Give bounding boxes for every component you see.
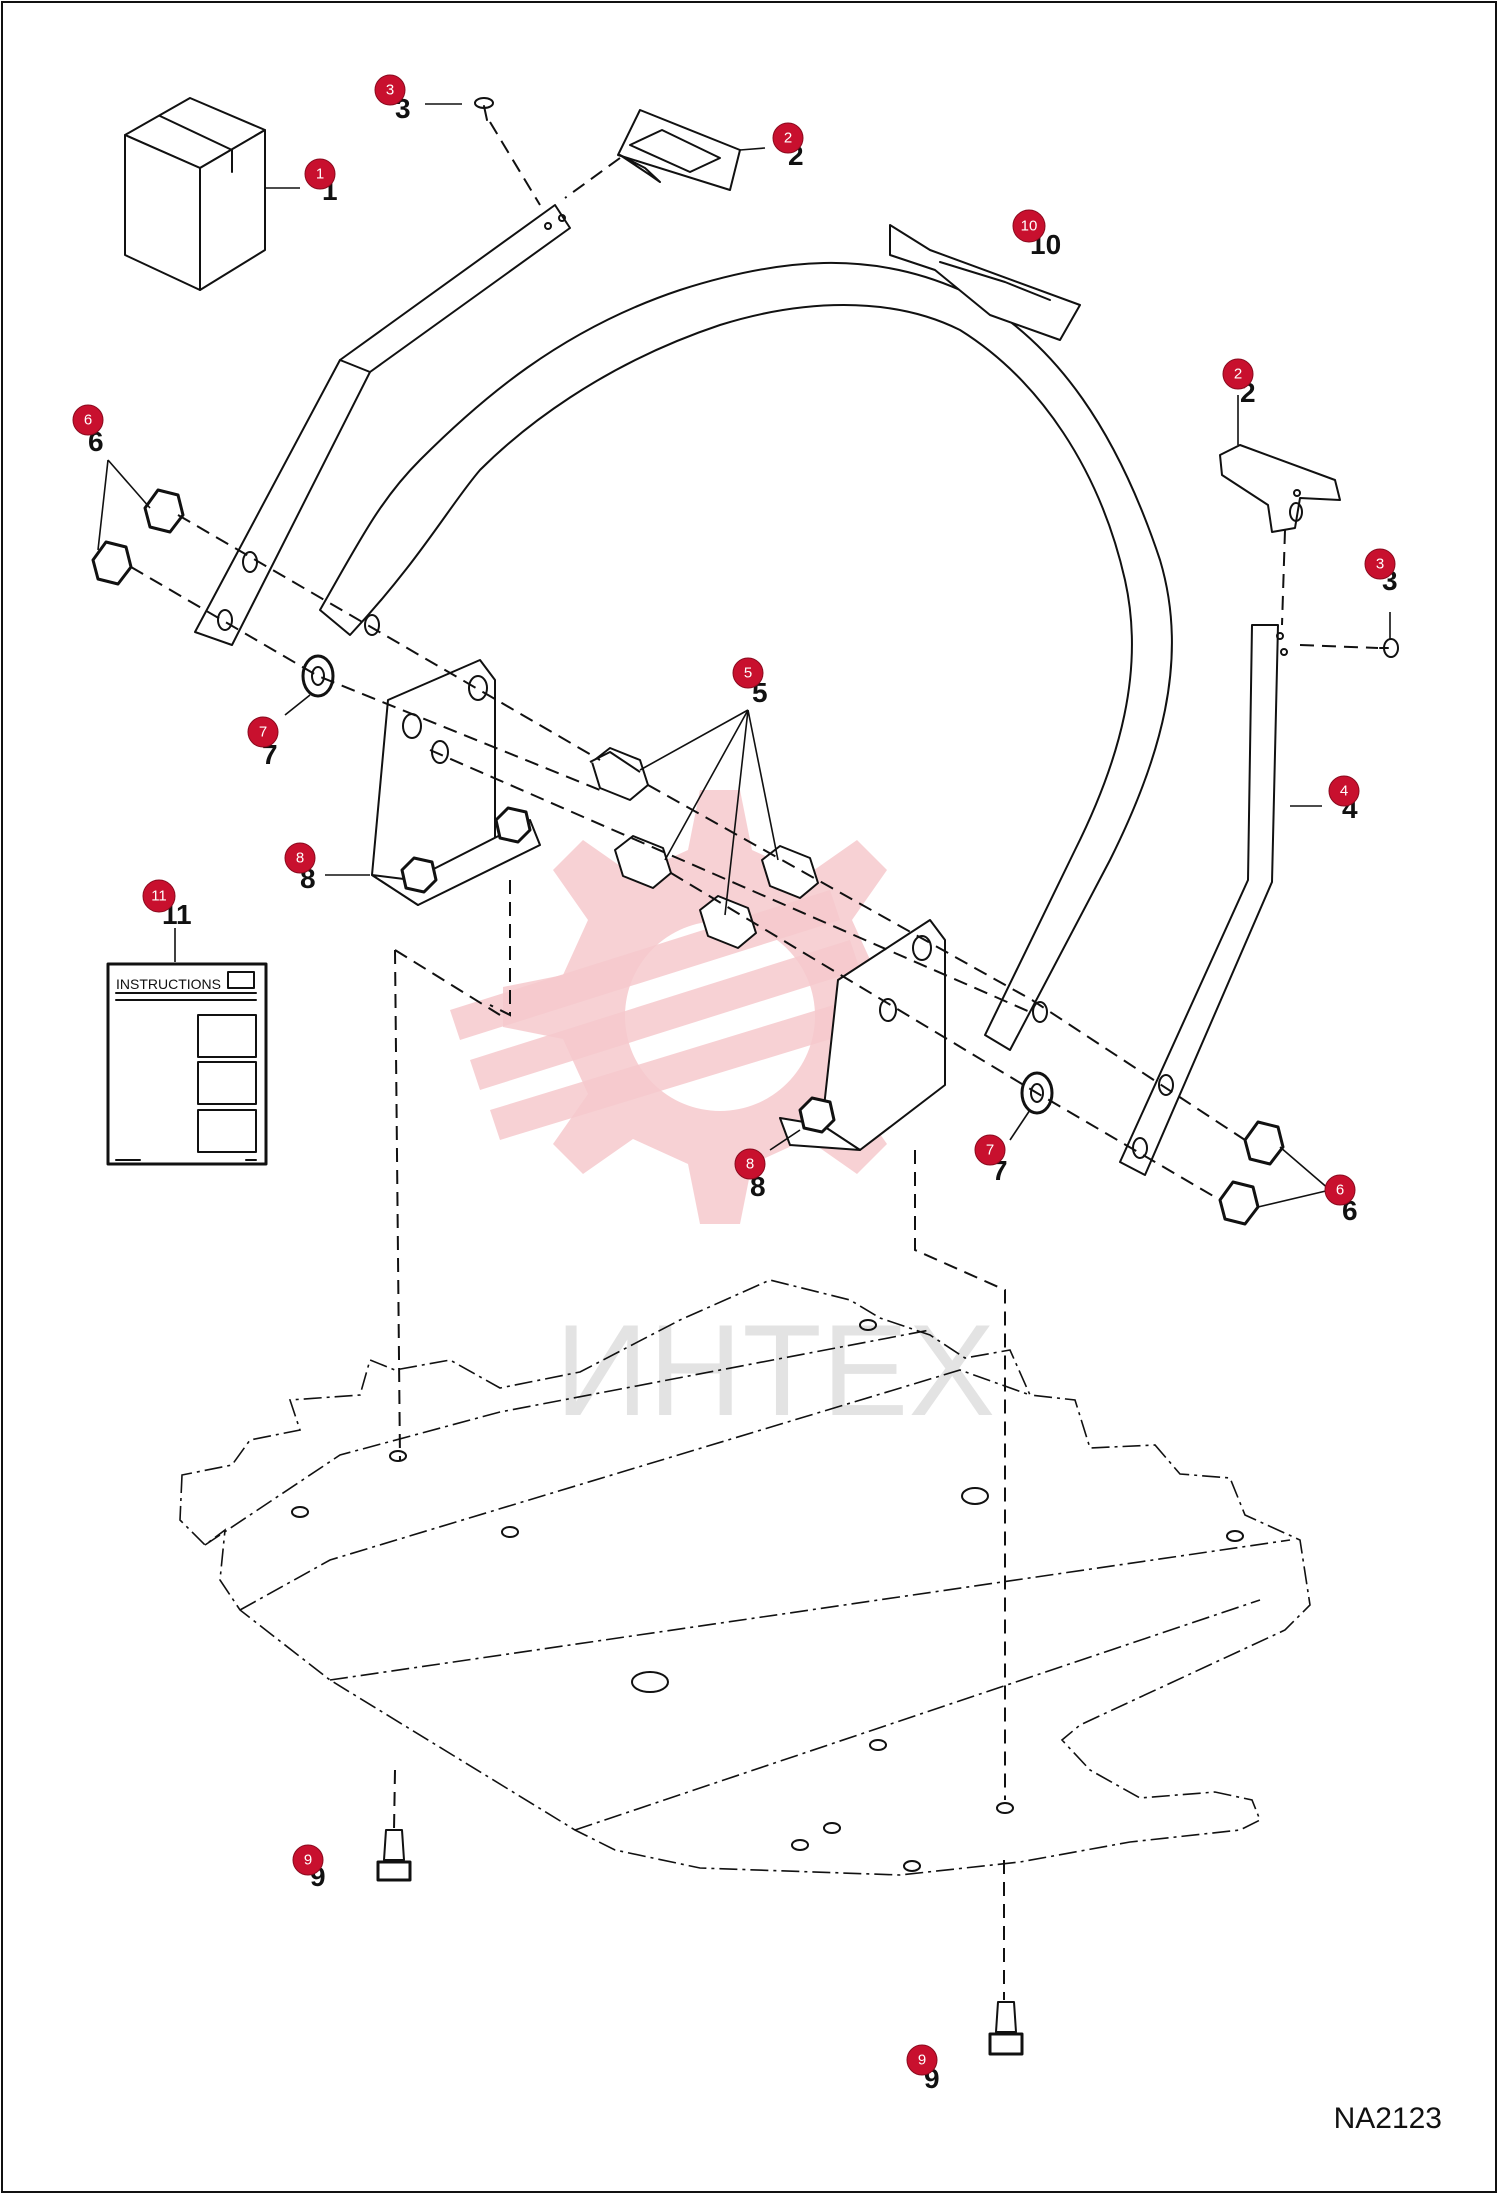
callout-1: 1 1 [304,158,338,206]
part-bottom-bolts [376,1829,1024,2056]
drawing-number: NA2123 [1333,2102,1442,2135]
svg-text:8: 8 [746,1156,754,1173]
callout-3b: 3 3 [1364,548,1398,596]
svg-text:3: 3 [386,82,394,99]
callout-10: 10 10 [1012,209,1061,260]
part-screw-right [1379,638,1399,658]
svg-text:6: 6 [84,412,92,429]
svg-text:3: 3 [1376,556,1384,573]
svg-text:2: 2 [784,130,792,147]
svg-text:9: 9 [918,2052,926,2069]
callout-5: 5 5 [732,657,768,708]
callout-6b: 6 6 [1324,1174,1358,1226]
part-mount-bracket-left [371,659,541,906]
callout-11: 11 11 [142,879,192,930]
svg-text:1: 1 [316,166,324,183]
part-washers [301,654,1054,1115]
svg-text:9: 9 [304,1852,312,1869]
part-main-hoop [319,224,1173,1051]
callout-2b: 2 2 [1222,358,1256,408]
svg-text:2: 2 [1234,366,1242,383]
callout-9b: 9 9 [906,2044,940,2094]
part-box [124,97,266,291]
svg-text:7: 7 [986,1142,994,1159]
svg-text:11: 11 [151,888,167,905]
svg-text:4: 4 [1340,783,1348,800]
callout-8b: 8 8 [734,1148,766,1202]
svg-text:5: 5 [744,665,752,682]
part-bolts [589,747,819,949]
part-mount-bracket-right [779,919,946,1151]
floor-plate [179,1279,1311,1876]
part-handle-right [1219,444,1341,533]
part-instructions-manual [106,962,268,1166]
assembly-lines [130,121,1379,2000]
callout-7b: 7 7 [974,1134,1008,1186]
part-right-bracket [1119,624,1288,1176]
part-handle-left [617,109,741,191]
part-screw-left [474,97,494,121]
callout-3a: 3 3 [374,74,411,124]
callout-9a: 9 9 [292,1844,326,1892]
instructions-label: INSTRUCTIONS [116,976,221,992]
svg-text:6: 6 [1336,1182,1344,1199]
leader-lines [97,103,1391,1208]
callout-4: 4 4 [1328,775,1360,824]
svg-text:7: 7 [259,724,267,741]
callout-8a: 8 8 [284,842,316,894]
callout-2a: 2 2 [772,122,804,171]
svg-text:10: 10 [1021,218,1038,235]
callout-7a: 7 7 [247,716,279,770]
watermark-text: ИНТЕХ [555,1297,995,1443]
svg-text:8: 8 [296,850,304,867]
callout-6a: 6 6 [72,404,104,457]
part-left-bracket [194,204,571,646]
